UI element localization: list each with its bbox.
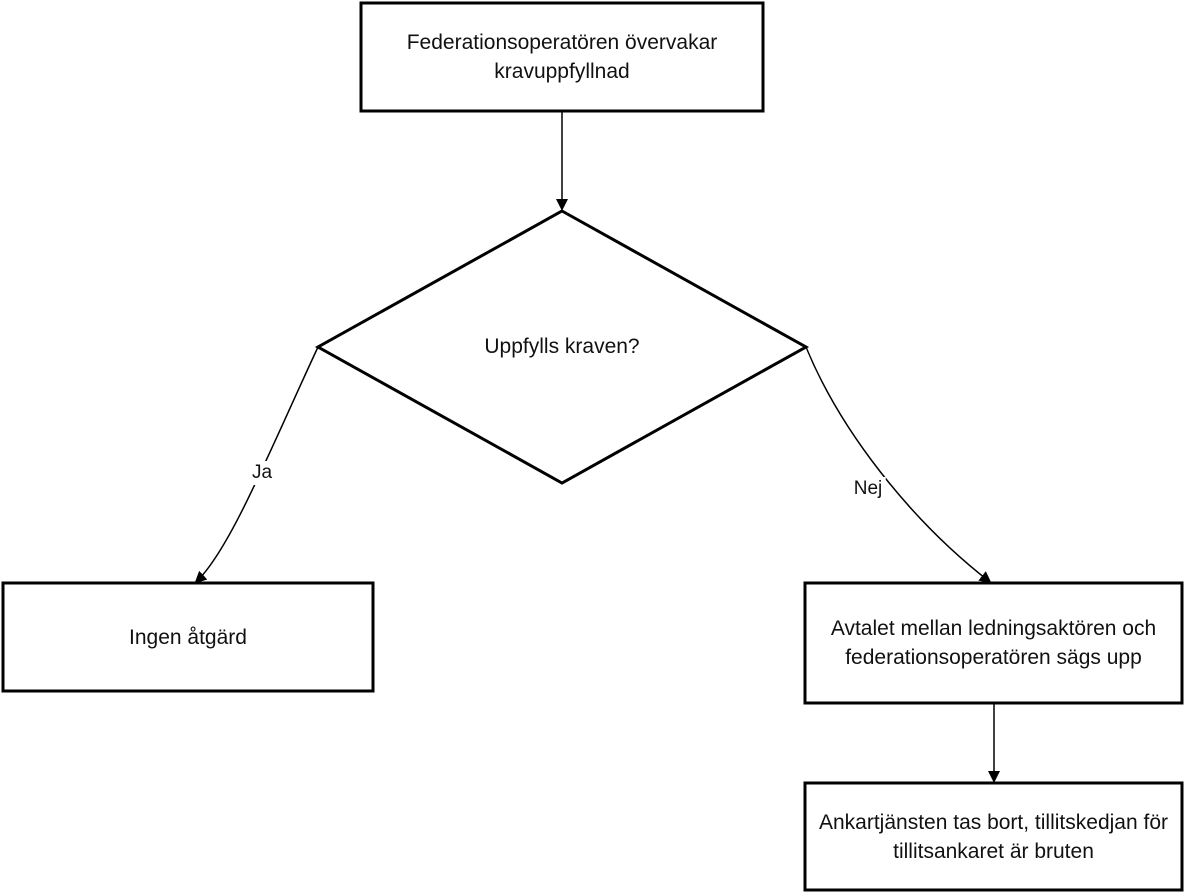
decision-diamond [314,209,810,485]
edge-no-label: Nej [850,477,886,501]
monitor-label: Federationsoperatören övervakar kravuppf… [406,31,718,83]
no-action-label: Ingen åtgärd [129,625,247,649]
terminate-label: Avtalet mellan ledningsaktören och feder… [830,617,1157,669]
removed-label: Ankartjänsten tas bort, tillitskedjan fö… [818,810,1168,863]
monitor-box [359,1,765,113]
edge-yes-label: Ja [248,461,276,485]
decision-label: Uppfylls kraven? [484,334,640,358]
edge-decision-yes [194,346,319,584]
terminate-box [803,581,1184,705]
edge-decision-no [805,346,992,584]
no-action-box [1,581,375,693]
removed-box [803,781,1184,892]
